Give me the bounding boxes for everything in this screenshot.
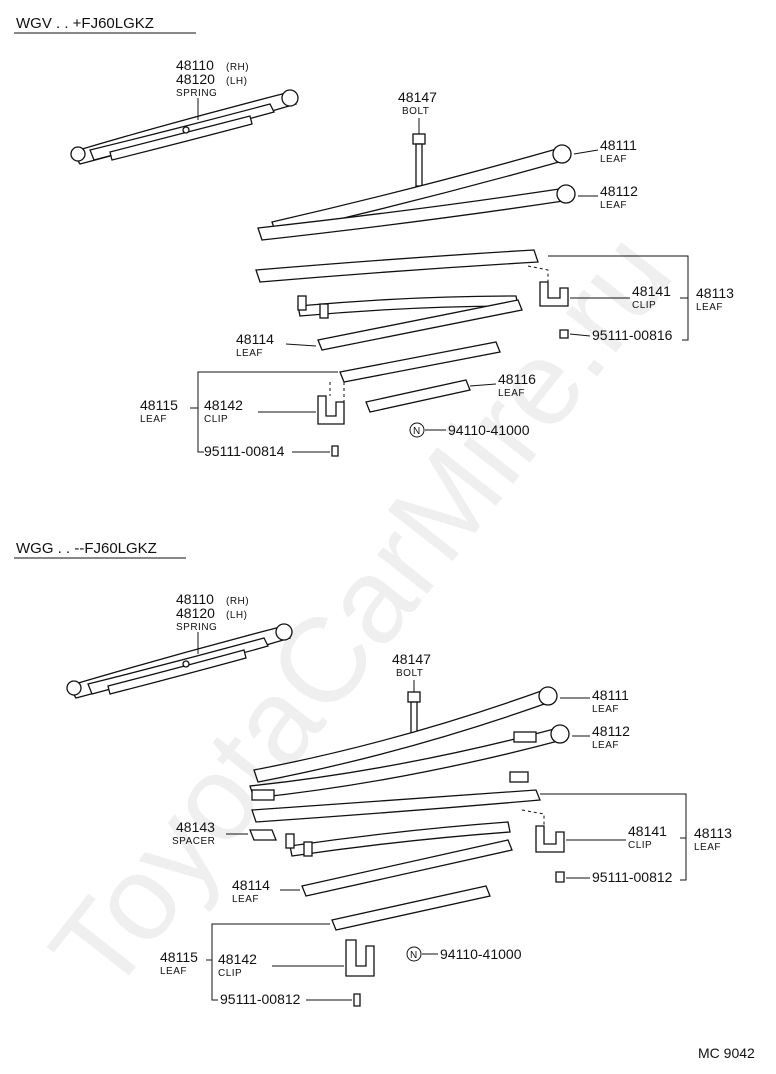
clip-48141-part xyxy=(535,825,565,853)
leaf-48114-pn: 48114 xyxy=(232,877,270,893)
leaf-48115-part xyxy=(331,885,491,931)
rivet-lower-part xyxy=(353,993,361,1007)
spring-pn-rh: 48110 xyxy=(176,591,214,607)
group-48113-pn: 48113 xyxy=(694,825,732,841)
group-48113-pn: 48113 xyxy=(696,285,734,301)
clip-48141-part xyxy=(539,281,569,307)
spring-name: SPRING xyxy=(176,88,217,99)
leaf-48114-pn: 48114 xyxy=(236,331,274,347)
rivet-upper-part xyxy=(559,329,569,339)
clip-48141-name: CLIP xyxy=(628,840,652,851)
spring-tag-rh: (RH) xyxy=(226,62,249,73)
spacer-48143-pn: 48143 xyxy=(176,819,215,835)
rivet-lower-part xyxy=(331,445,339,457)
clip-48142-name: CLIP xyxy=(204,414,228,425)
leaf-48112-name: LEAF xyxy=(592,740,619,751)
footer-code: MC 9042 xyxy=(698,1045,755,1061)
leaf-48116-name: LEAF xyxy=(498,388,525,399)
leaf-48114-part xyxy=(317,299,523,351)
nut-symbol-circle xyxy=(409,422,425,438)
leaf-48112-name: LEAF xyxy=(600,200,627,211)
clip-48142-part xyxy=(317,395,345,425)
spring-tag-rh: (RH) xyxy=(226,596,249,607)
nut-symbol: N xyxy=(410,950,418,961)
rivet-upper-pn: 95111-00812 xyxy=(592,869,673,885)
spring-assembly xyxy=(66,623,293,699)
spring-tag-lh: (LH) xyxy=(226,76,247,87)
spring-pn-lh: 48120 xyxy=(176,71,215,87)
rivet-upper-part xyxy=(555,871,565,883)
rivet-upper-pn: 95111-00816 xyxy=(592,327,673,343)
bolt-pn: 48147 xyxy=(392,651,431,667)
leaf-48115-part xyxy=(339,341,501,383)
leaf-48112-pn: 48112 xyxy=(600,183,638,199)
leaf-48111-pn: 48111 xyxy=(600,137,637,153)
group-48113-name: LEAF xyxy=(694,842,721,853)
nut-pn: 94110-41000 xyxy=(448,422,530,438)
clip-48141-name: CLIP xyxy=(632,300,656,311)
clip-48142-pn: 48142 xyxy=(218,951,257,967)
leaf-48113-part xyxy=(251,789,541,823)
bolt-part xyxy=(412,133,426,187)
rivet-lower-pn: 95111-00814 xyxy=(204,443,285,459)
rivet-lower-pn: 95111-00812 xyxy=(220,991,301,1007)
clip-48142-pn: 48142 xyxy=(204,397,243,413)
section-bottom: WGG . . --FJ60LGKZ 48110 (RH) 48120 (LH)… xyxy=(14,540,732,1007)
clip-48141-pn: 48141 xyxy=(632,283,671,299)
leaf-48116-pn: 48116 xyxy=(498,371,536,387)
leaf-48116-part xyxy=(365,379,471,413)
section-top: WGV . . +FJ60LGKZ 48110 (RH) 48120 (LH) … xyxy=(14,15,734,459)
section-header: WGV . . +FJ60LGKZ xyxy=(16,15,154,32)
spring-assembly xyxy=(70,89,299,165)
leaf-48111-pn: 48111 xyxy=(592,687,629,703)
group-48115-name: LEAF xyxy=(160,966,187,977)
nut-symbol: N xyxy=(413,426,421,437)
spring-pn-lh: 48120 xyxy=(176,605,215,621)
leaf-48114-name: LEAF xyxy=(232,894,259,905)
bolt-name: BOLT xyxy=(396,668,423,679)
nut-symbol-circle xyxy=(406,946,422,962)
leaf-48114-part xyxy=(301,839,513,897)
spring-name: SPRING xyxy=(176,622,217,633)
leaf-48114-name: LEAF xyxy=(236,348,263,359)
group-48115-pn: 48115 xyxy=(140,397,178,413)
nut-pn: 94110-41000 xyxy=(440,946,522,962)
group-48115-pn: 48115 xyxy=(160,949,198,965)
bolt-pn: 48147 xyxy=(398,89,437,105)
clip-48142-part xyxy=(345,939,375,977)
group-48113-name: LEAF xyxy=(696,302,723,313)
clip-48141-pn: 48141 xyxy=(628,823,667,839)
spring-tag-lh: (LH) xyxy=(226,610,247,621)
leaf-48111-name: LEAF xyxy=(600,154,627,165)
spacer-48143-part xyxy=(249,829,277,841)
leaf-48112-pn: 48112 xyxy=(592,723,630,739)
clip-48142-name: CLIP xyxy=(218,968,242,979)
section-header: WGG . . --FJ60LGKZ xyxy=(16,540,157,557)
leaf-48111-name: LEAF xyxy=(592,704,619,715)
spacer-48143-name: SPACER xyxy=(172,836,215,847)
bolt-name: BOLT xyxy=(402,106,429,117)
leaf-48113-lower-part xyxy=(289,821,511,857)
spring-pn-rh: 48110 xyxy=(176,57,214,73)
group-48115-name: LEAF xyxy=(140,414,167,425)
leaf-48113-part xyxy=(255,249,539,283)
